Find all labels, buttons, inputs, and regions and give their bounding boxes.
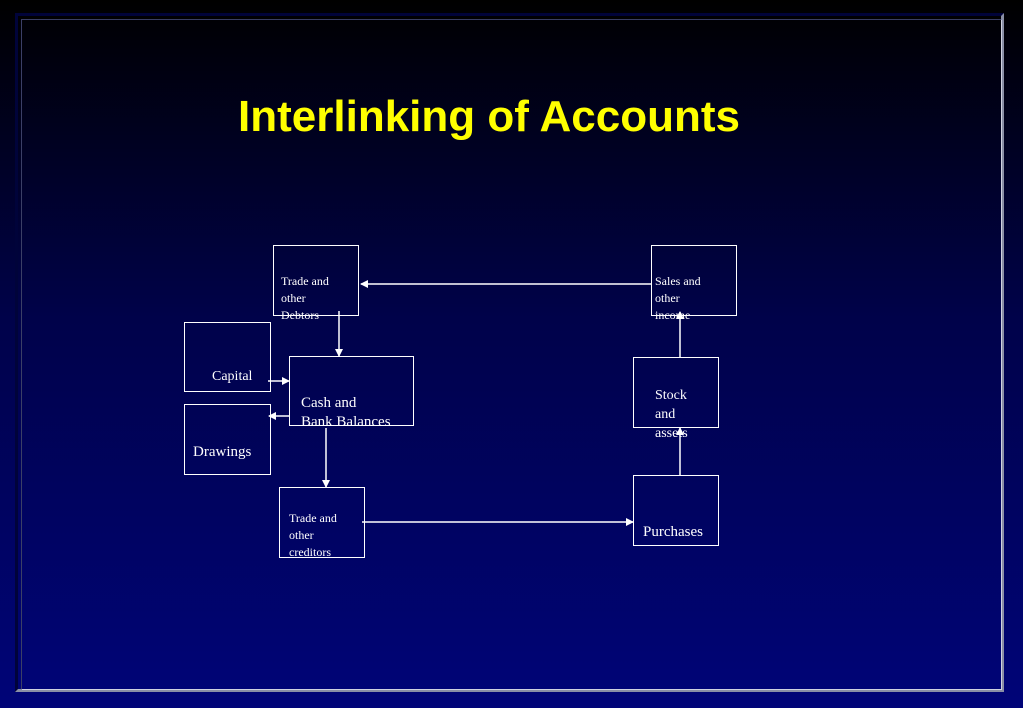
node-drawings: Drawings [184,404,271,475]
node-cash-bank: Cash and Bank Balances [289,356,414,430]
node-purchases: Purchases [633,475,719,546]
node-drawings-label: Drawings [193,444,252,460]
slide-title: Interlinking of Accounts [238,92,740,141]
node-trade-creditors-label: Trade and other creditors [289,511,337,559]
node-trade-creditors: Trade and other creditors [279,487,365,559]
node-stock-assets-label: Stock and assets [655,388,688,441]
node-sales-income: Sales and other income [651,245,737,322]
node-trade-debtors: Trade and other Debtors [273,245,359,322]
node-purchases-label: Purchases [643,524,703,540]
node-stock-assets: Stock and assets [633,357,719,441]
slide-frame-outer [15,13,1004,692]
node-sales-income-label: Sales and other income [655,274,701,322]
node-capital: Capital [184,322,271,392]
node-trade-debtors-label: Trade and other Debtors [281,274,329,322]
slide-frame-inner [21,19,1002,690]
node-capital-label: Capital [212,369,253,384]
node-cash-bank-label: Cash and Bank Balances [301,395,391,430]
